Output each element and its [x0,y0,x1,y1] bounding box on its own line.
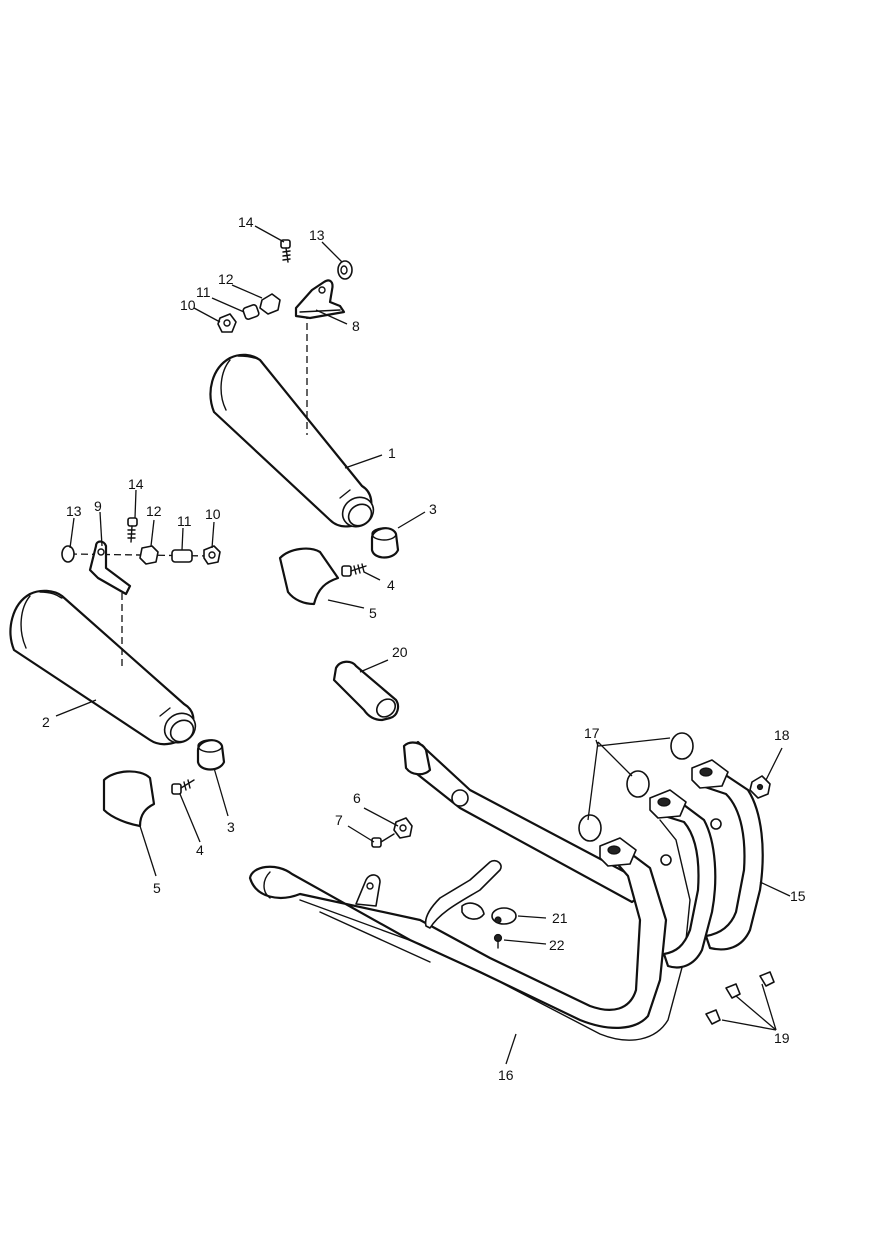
callout-8: 8 [352,318,360,334]
callout-7: 7 [335,812,343,828]
screw-22 [493,933,503,949]
silencer-right [209,353,375,528]
callout-22: 22 [549,937,565,953]
bolt-4-left [171,779,195,795]
sleeve-left [102,770,156,828]
nut-10-left [203,545,221,565]
callout-9: 9 [94,498,102,514]
bolt-14-left [127,517,138,543]
callout-13-top: 13 [309,227,325,243]
clamp-right [370,527,400,559]
callout-13-left: 13 [66,503,82,519]
callout-3-left: 3 [227,819,235,835]
callout-numbers: 14 13 12 11 10 8 1 3 4 5 14 13 9 12 11 1… [42,214,806,1083]
washer-13-right [337,260,353,280]
spacer-12-right [259,293,281,315]
callout-6: 6 [353,790,361,806]
callout-10-top: 10 [180,297,196,313]
callout-15: 15 [790,888,806,904]
callout-2: 2 [42,714,50,730]
bolt-4-right [341,563,367,577]
callout-14-left: 14 [128,476,144,492]
callout-10-left: 10 [205,506,221,522]
callout-12-top: 12 [218,271,234,287]
callout-12-left: 12 [146,503,162,519]
washer-13-left [61,545,75,563]
gasket-1 [670,732,694,760]
callout-11-top: 11 [196,284,211,300]
callout-20: 20 [392,644,408,660]
clamp-left [196,739,226,771]
clamp-21 [491,907,517,925]
silencer-left [9,589,197,746]
nut-6 [393,817,413,839]
callout-4-right: 4 [387,577,395,593]
callout-3-right: 3 [429,501,437,517]
studs-19 [705,971,775,1025]
bolt-14-right [280,239,291,263]
bracket-right [294,279,346,320]
gasket-2 [626,770,650,798]
bush-11-right [242,304,260,320]
callout-16: 16 [498,1067,514,1083]
callout-1: 1 [388,445,396,461]
callout-14-top: 14 [238,214,254,230]
callout-5-right: 5 [369,605,377,621]
callout-19: 19 [774,1030,790,1046]
sleeve-right [278,547,340,606]
spacer-12-left [139,545,159,565]
gasket-3 [578,814,602,842]
callout-5-left: 5 [153,880,161,896]
callout-17: 17 [584,725,600,741]
bush-11-left [171,549,193,563]
leader-lines [55,225,791,1065]
baffle-insert [332,660,400,722]
downpipe-assembly [248,740,764,1041]
bolt-7 [371,833,395,848]
bracket-left [88,540,132,596]
nut-18 [749,775,771,799]
callout-18: 18 [774,727,790,743]
callout-4-left: 4 [196,842,204,858]
callout-11-left: 11 [177,513,192,529]
nut-10-right [217,313,237,333]
callout-21: 21 [552,910,568,926]
